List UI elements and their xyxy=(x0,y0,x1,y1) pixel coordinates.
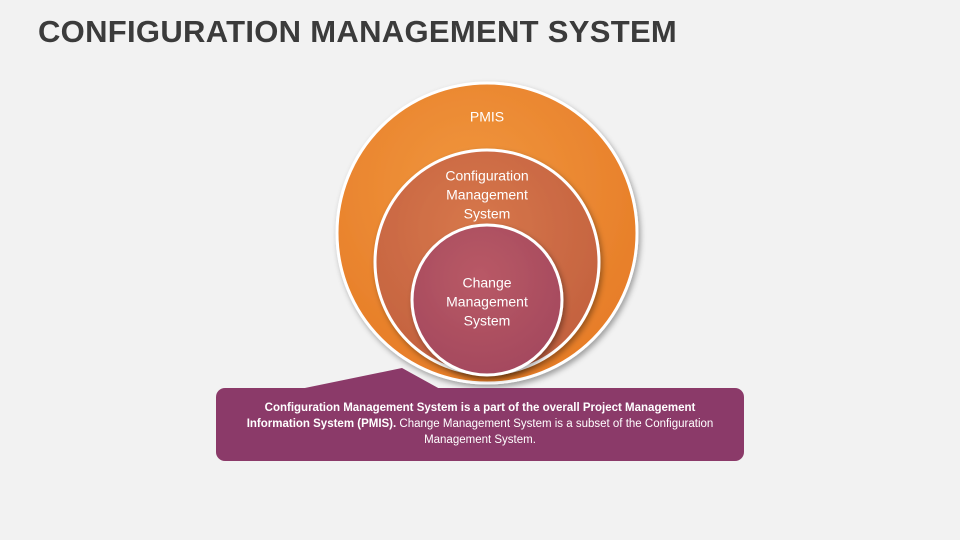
callout-pointer xyxy=(300,368,440,389)
page-title: CONFIGURATION MANAGEMENT SYSTEM xyxy=(38,14,678,49)
inner-circle-label-line: System xyxy=(463,312,511,329)
inner-circle-label-line: Management xyxy=(446,293,528,310)
callout-text: Change Management System is a subset of … xyxy=(396,418,714,446)
outer-circle-label-line: PMIS xyxy=(469,108,505,125)
outer-circle-label: PMIS xyxy=(417,108,557,127)
middle-circle-label-line: Management xyxy=(446,186,528,203)
middle-circle-label-line: System xyxy=(463,205,511,222)
inner-circle-label-line: Change xyxy=(462,274,512,291)
inner-circle-label: Change Management System xyxy=(417,274,557,331)
middle-circle-label: Configuration Management System xyxy=(417,167,557,224)
callout-bold-text: Configuration Management System is a par… xyxy=(246,402,696,430)
middle-circle-label-line: Configuration xyxy=(445,167,529,184)
inner-circle-change xyxy=(410,223,564,377)
description-callout: Configuration Management System is a par… xyxy=(216,388,744,461)
